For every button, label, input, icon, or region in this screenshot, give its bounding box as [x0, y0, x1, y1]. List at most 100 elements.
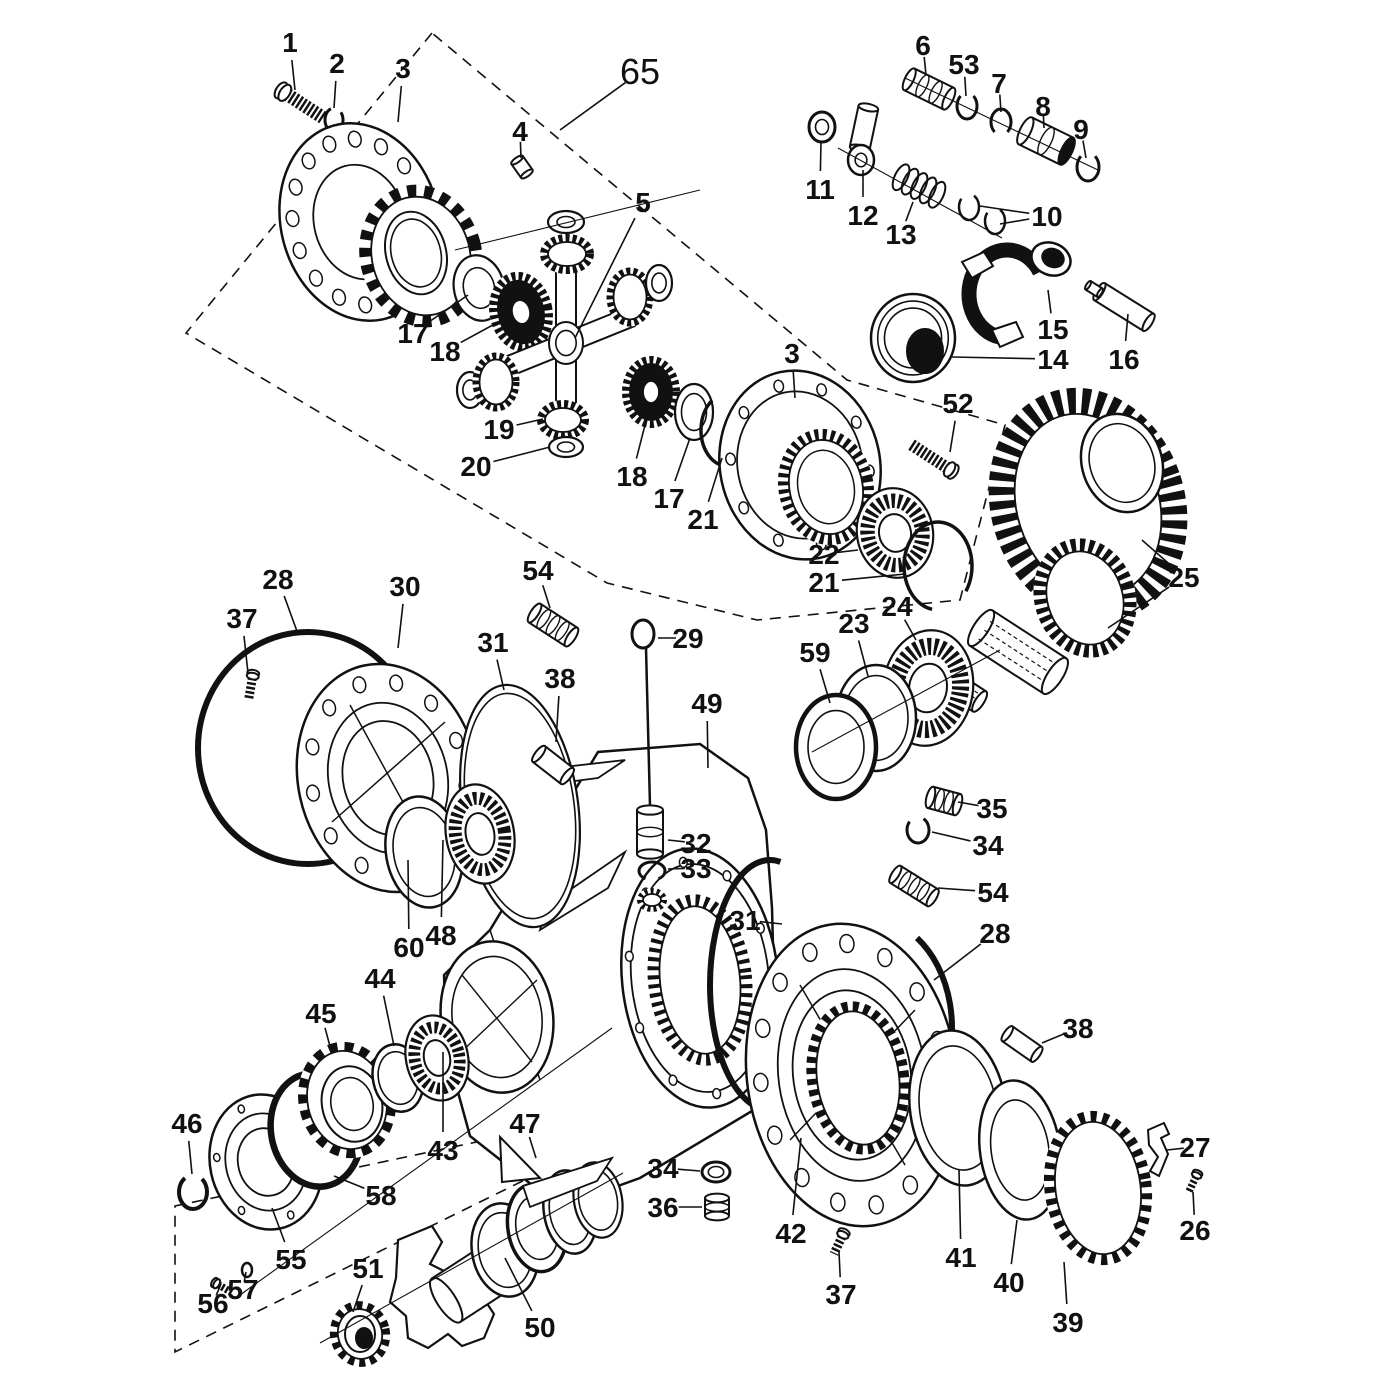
- callout-3: 3: [784, 338, 800, 399]
- callout-14: 14: [951, 344, 1069, 375]
- svg-text:7: 7: [991, 68, 1007, 99]
- svg-text:5: 5: [635, 187, 651, 218]
- bushing-8: [1016, 116, 1076, 166]
- svg-text:42: 42: [775, 1218, 806, 1249]
- breather-54: [888, 864, 940, 908]
- callout-8: 8: [1035, 91, 1051, 129]
- callout-38: 38: [1041, 1013, 1094, 1044]
- callout-65: 65: [559, 51, 660, 131]
- callout-60: 60: [393, 859, 425, 963]
- svg-text:26: 26: [1179, 1215, 1210, 1246]
- callout-26: 26: [1179, 1191, 1211, 1246]
- callout-9: 9: [1073, 114, 1089, 159]
- dipstick-rod-29: [644, 647, 652, 807]
- dust-shield-47: [521, 1156, 615, 1209]
- svg-text:16: 16: [1108, 344, 1139, 375]
- svg-text:13: 13: [885, 219, 916, 250]
- callout-40: 40: [993, 1219, 1025, 1298]
- drive-pinion-25: [1033, 538, 1137, 658]
- callout-5: 5: [574, 187, 651, 339]
- callout-35: 35: [957, 793, 1008, 824]
- spider-cross-5: [548, 321, 584, 365]
- svg-text:21: 21: [808, 567, 839, 598]
- svg-text:17: 17: [397, 318, 428, 349]
- callout-51: 51: [352, 1253, 384, 1313]
- shaft-tip-16: [1084, 279, 1104, 299]
- plug-36: [704, 1192, 730, 1222]
- svg-text:29: 29: [672, 623, 703, 654]
- washer-59: [793, 692, 879, 802]
- svg-text:11: 11: [805, 174, 835, 205]
- callout-29: 29: [658, 623, 704, 654]
- svg-text:38: 38: [1062, 1013, 1093, 1044]
- callout-48: 48: [425, 839, 457, 951]
- bolt-37: [829, 1227, 851, 1256]
- callout-3: 3: [395, 53, 411, 123]
- callout-38: 38: [544, 663, 576, 743]
- side-gear-18: [622, 356, 680, 428]
- dust-shield-47: [498, 1134, 543, 1184]
- dipstick-29: [630, 618, 656, 650]
- callout-52: 52: [942, 388, 974, 453]
- callout-28: 28: [262, 564, 299, 635]
- breather-54: [526, 602, 580, 648]
- svg-text:53: 53: [948, 49, 979, 80]
- svg-text:56: 56: [197, 1288, 228, 1319]
- svg-text:65: 65: [620, 51, 660, 92]
- callout-20: 20: [460, 446, 551, 482]
- callout-44: 44: [364, 963, 396, 1047]
- svg-text:20: 20: [460, 451, 491, 482]
- callout-31: 31: [729, 905, 783, 936]
- clip-33: [637, 860, 667, 881]
- callout-25: 25: [1107, 539, 1200, 629]
- svg-text:41: 41: [945, 1242, 976, 1273]
- callout-13: 13: [885, 201, 917, 250]
- callout-4: 4: [512, 116, 528, 159]
- pin-4: [510, 154, 534, 180]
- callout-50: 50: [504, 1257, 556, 1343]
- callout-27: 27: [1166, 1132, 1211, 1163]
- svg-text:31: 31: [729, 905, 760, 936]
- dowel-pin-38: [1000, 1025, 1044, 1063]
- svg-text:55: 55: [275, 1244, 306, 1275]
- callout-54: 54: [937, 877, 1009, 908]
- bearing-cone-48: [444, 783, 516, 885]
- plug-35: [924, 785, 964, 817]
- svg-text:45: 45: [305, 998, 336, 1029]
- nut-11: [807, 110, 837, 144]
- svg-text:50: 50: [524, 1312, 555, 1343]
- svg-text:47: 47: [509, 1108, 540, 1139]
- svg-text:34: 34: [647, 1153, 679, 1184]
- spring-13: [891, 163, 947, 209]
- svg-text:54: 54: [977, 877, 1009, 908]
- callout-11: 11: [805, 141, 835, 205]
- callout-49: 49: [691, 688, 723, 769]
- callout-53: 53: [948, 49, 980, 97]
- seal-40: [977, 1079, 1063, 1221]
- pinion-gear-19: [537, 400, 589, 440]
- bolt-1: [273, 81, 327, 124]
- svg-text:51: 51: [352, 1253, 383, 1284]
- shift-fork-pad-15: [960, 250, 995, 280]
- callout-47: 47: [509, 1108, 541, 1159]
- callout-6: 6: [915, 30, 931, 76]
- washer-57: [240, 1261, 254, 1279]
- svg-text:21: 21: [687, 504, 718, 535]
- svg-text:36: 36: [647, 1192, 678, 1223]
- svg-text:3: 3: [395, 53, 411, 84]
- callout-18: 18: [429, 319, 503, 367]
- callout-21: 21: [808, 567, 906, 598]
- svg-text:57: 57: [227, 1274, 258, 1305]
- svg-text:28: 28: [262, 564, 293, 595]
- callout-41: 41: [945, 1169, 977, 1273]
- flange-yoke-51: [355, 1327, 373, 1349]
- snap-ring-34: [905, 817, 931, 845]
- housing-splines-49: [647, 894, 753, 1066]
- cover-splines-42: [806, 1001, 910, 1155]
- callout-23: 23: [838, 608, 870, 677]
- callout-7: 7: [991, 68, 1007, 113]
- svg-text:37: 37: [825, 1279, 856, 1310]
- callout-22: 22: [808, 539, 859, 570]
